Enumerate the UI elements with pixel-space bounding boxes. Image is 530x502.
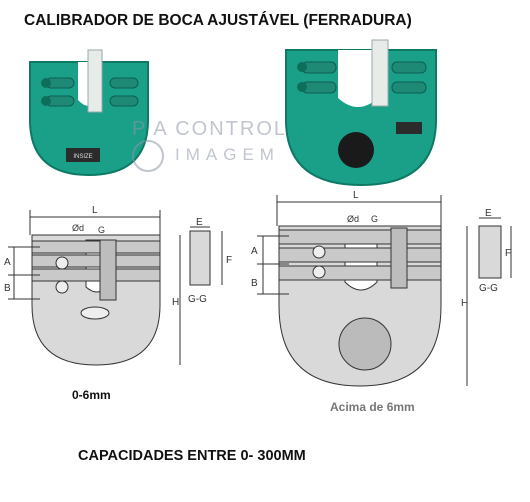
- dim-F-right: F: [505, 248, 511, 259]
- drawing-0-6mm: L E F A B H Ød G G-G: [4, 205, 232, 366]
- capacities-text: CAPACIDADES ENTRE 0- 300MM: [78, 448, 306, 464]
- dim-L-right: L: [353, 190, 359, 201]
- large-gauge-photo: [285, 39, 437, 187]
- dim-F-left: F: [226, 255, 232, 266]
- dim-G-right: G: [371, 214, 378, 224]
- dim-H-right: H: [461, 298, 468, 309]
- section-GG-left: G-G: [188, 294, 207, 305]
- watermark-logo: [132, 140, 164, 172]
- small-gauge-photo: INSIZE: [29, 49, 149, 177]
- dim-A-left: A: [4, 257, 11, 268]
- drawing-above-6mm: L E F A B H Ød G G-G: [251, 190, 512, 387]
- section-GG-right: G-G: [479, 283, 498, 294]
- dim-B-right: B: [251, 278, 258, 289]
- brand-label-left: INSIZE: [73, 154, 92, 160]
- dim-L-left: L: [92, 205, 98, 216]
- watermark-subtext: IMAGEM: [175, 145, 280, 164]
- dim-G-left: G: [98, 225, 105, 235]
- page-title: CALIBRADOR DE BOCA AJUSTÁVEL (FERRADURA): [24, 12, 412, 29]
- dim-H-left: H: [172, 297, 179, 308]
- dim-E-right: E: [485, 208, 492, 219]
- dim-d-right: Ød: [347, 214, 359, 224]
- caption-above-6mm: Acima de 6mm: [330, 400, 415, 414]
- dim-E-left: E: [196, 217, 203, 228]
- caption-0-6mm: 0-6mm: [72, 388, 111, 402]
- dim-d-left: Ød: [72, 223, 84, 233]
- dim-A-right: A: [251, 246, 258, 257]
- watermark-text: P A CONTROL: [132, 118, 288, 140]
- dim-B-left: B: [4, 283, 11, 294]
